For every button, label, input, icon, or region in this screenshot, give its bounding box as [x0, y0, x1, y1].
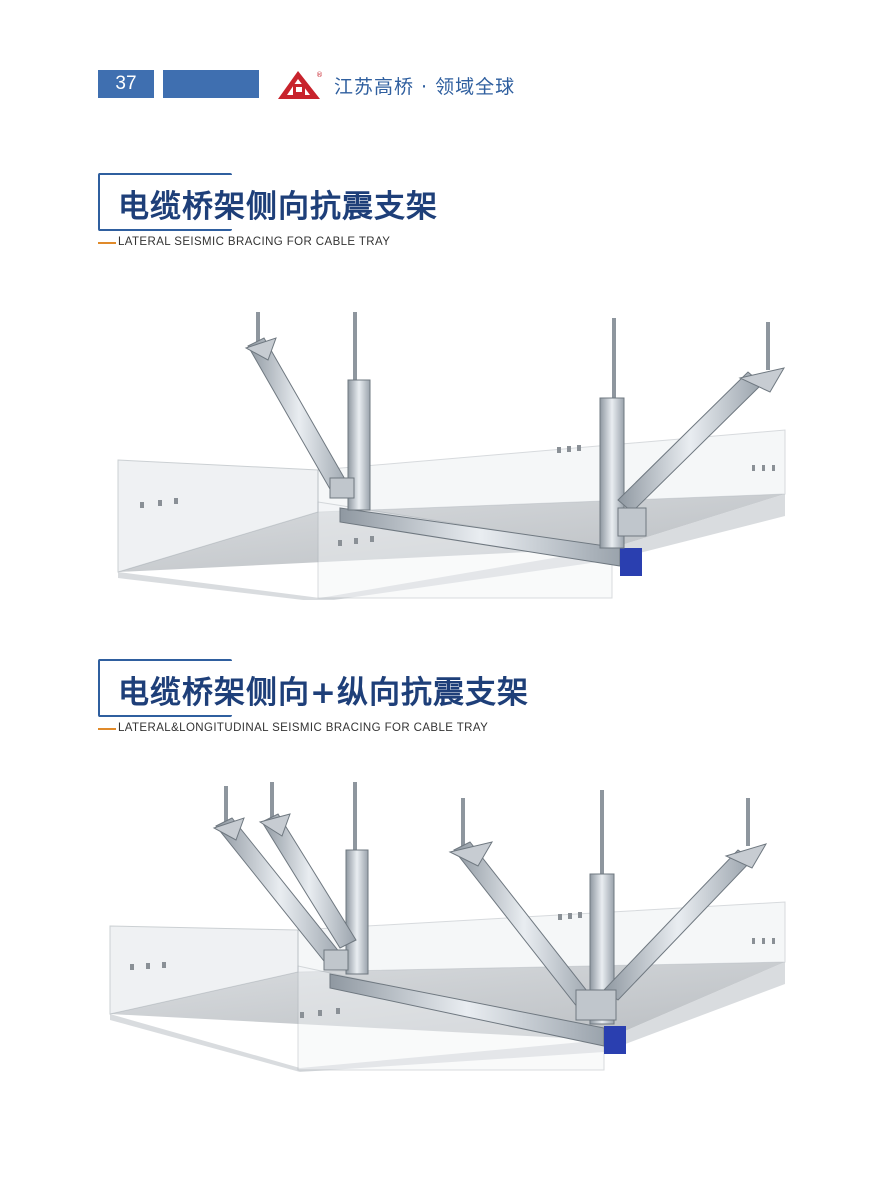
lateral-bracing-illustration: [117, 312, 786, 600]
section-2-title-frame: [98, 659, 232, 717]
section-1-title: 电缆桥架侧向抗震支架: [118, 189, 438, 225]
section-1-subtitle: LATERAL SEISMIC BRACING FOR CABLE TRAY: [118, 236, 391, 248]
tray-floor-edge: [118, 494, 785, 600]
lateral-longitudinal-bracing-illustration: [109, 782, 786, 1072]
page-number: 37: [98, 70, 154, 98]
section-2-subtitle-accent: [98, 728, 116, 730]
company-slogan: 江苏高桥 · 领域全球: [334, 76, 516, 98]
section-1-subtitle-accent: [98, 242, 116, 244]
section-1-title-frame: [98, 173, 232, 231]
section-2-subtitle: LATERAL&LONGITUDINAL SEISMIC BRACING FOR…: [118, 722, 489, 734]
channel-end-cap: [620, 548, 642, 576]
registered-mark: ®: [316, 71, 323, 79]
section-2-title: 电缆桥架侧向+纵向抗震支架: [118, 675, 529, 711]
header-bar: [163, 70, 259, 98]
company-logo-icon: ®: [278, 71, 323, 99]
